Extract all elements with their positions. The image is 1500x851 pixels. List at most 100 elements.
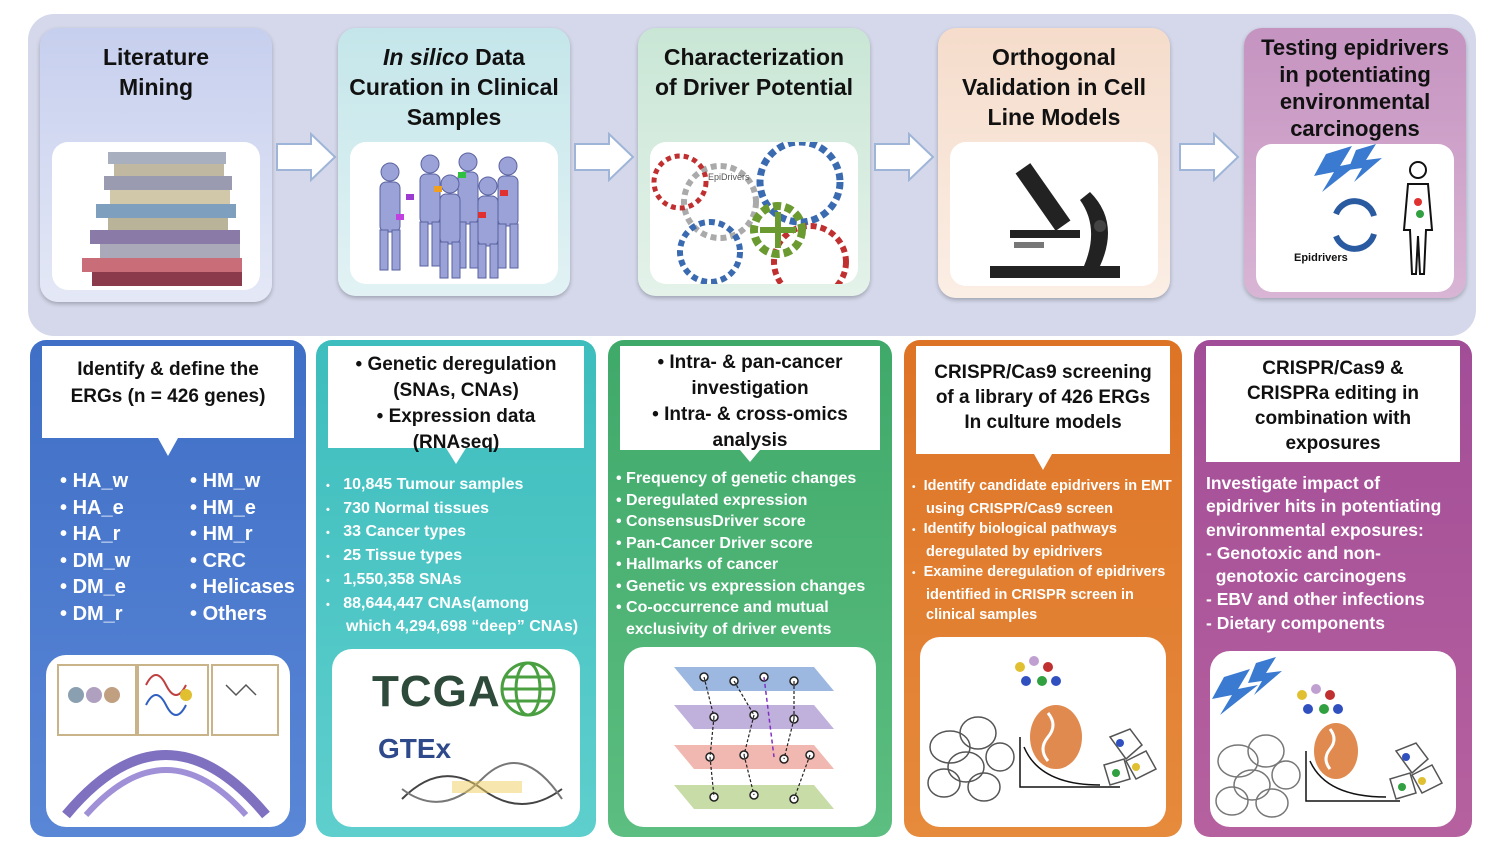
list-line: - Dietary components bbox=[1206, 612, 1385, 633]
item-text: deregulated by epidrivers bbox=[926, 543, 1103, 560]
item-text: 25 Tissue types bbox=[343, 547, 463, 565]
column-crispr-exposures: CRISPR/Cas9 & CRISPRa editing in combina… bbox=[1194, 340, 1472, 837]
item-text: Examine deregulation of epidrivers bbox=[923, 564, 1166, 580]
title-line: Line Models bbox=[987, 104, 1121, 130]
gtex-logo: GTEx bbox=[378, 733, 452, 764]
books-illustration bbox=[52, 142, 260, 290]
multi-omics-network-illustration bbox=[624, 647, 876, 827]
callout-line: (SNAs, CNAs) bbox=[393, 380, 519, 401]
list-item: • Identify candidate epidrivers in EMT bbox=[912, 478, 1172, 494]
dataset-stats-list: • 10,845 Tumour samples • 730 Normal tis… bbox=[326, 474, 578, 639]
list-item: • HA_r bbox=[60, 523, 121, 545]
book-stack-icon bbox=[82, 152, 242, 286]
callout-line: • Intra- & pan-cancer bbox=[657, 352, 843, 373]
list-item: • Frequency of genetic changes bbox=[616, 470, 857, 487]
item-text: HM_r bbox=[202, 523, 253, 545]
item-text: 730 Normal tissues bbox=[343, 499, 490, 517]
column-identify-ergs: Identify & define the ERGs (n = 426 gene… bbox=[30, 340, 306, 837]
epigenetic-mechanisms-illustration bbox=[46, 655, 290, 827]
stage-driver-characterization: Characterization of Driver Potential Epi… bbox=[638, 28, 870, 296]
item-text: identified in CRISPR screen in bbox=[926, 586, 1134, 603]
title-line: Testing epidrivers bbox=[1261, 35, 1449, 60]
exposure-aims-list: Investigate impact of epidriver hits in … bbox=[1206, 472, 1441, 635]
list-item: • Examine deregulation of epidrivers bbox=[912, 564, 1166, 580]
column-genetic-deregulation: • Genetic deregulation (SNAs, CNAs) • Ex… bbox=[316, 340, 596, 837]
list-item-continuation: which 4,294,698 “deep” CNAs) bbox=[326, 616, 578, 639]
list-item: • Pan-Cancer Driver score bbox=[616, 534, 813, 552]
item-text: Identify candidate epidrivers in EMT bbox=[923, 478, 1172, 494]
item-text: HM_w bbox=[202, 470, 261, 492]
item-text: Co-occurrence and mutual bbox=[626, 599, 829, 616]
list-item: • 25 Tissue types bbox=[326, 547, 463, 565]
item-text: clinical samples bbox=[926, 607, 1038, 623]
globe-icon bbox=[500, 661, 556, 717]
title-line: Mining bbox=[118, 74, 194, 100]
data-sources-logos: TCGA GTEx bbox=[332, 649, 580, 827]
callout-line: combination with bbox=[1254, 408, 1412, 429]
stage-in-silico-curation: In silico Data Curation in Clinical Samp… bbox=[338, 28, 570, 296]
title-line: Characterization bbox=[663, 44, 845, 70]
microscope-icon bbox=[990, 163, 1120, 278]
item-text: HA_e bbox=[72, 496, 124, 519]
list-line: Investigate impact of bbox=[1206, 473, 1381, 493]
tcga-logo: TCGA bbox=[372, 667, 501, 716]
human-body-icon bbox=[1402, 161, 1434, 275]
stage-orthogonal-validation: Orthogonal Validation in Cell Line Model… bbox=[938, 28, 1170, 298]
title-line: Validation in Cell bbox=[961, 74, 1147, 100]
list-item: • 10,845 Tumour samples bbox=[326, 476, 524, 493]
stage-title: Characterization of Driver Potential bbox=[638, 42, 870, 102]
list-item: • HA_w bbox=[60, 470, 129, 492]
exposure-illustration: Epidrivers bbox=[1256, 144, 1454, 292]
list-item: • 1,550,358 SNAs bbox=[326, 570, 462, 588]
item-text: HA_r bbox=[72, 523, 121, 545]
list-item-continuation: clinical samples bbox=[912, 605, 1172, 626]
callout-line: • Intra- & cross-omics bbox=[652, 404, 848, 425]
list-item: • Others bbox=[190, 602, 268, 625]
item-text: DM_e bbox=[72, 576, 126, 598]
list-item: • 730 Normal tissues bbox=[326, 499, 490, 517]
callout-line: In culture models bbox=[964, 412, 1122, 433]
lightning-icon bbox=[1314, 144, 1382, 192]
title-line: Samples bbox=[406, 104, 502, 130]
item-text: Pan-Cancer Driver score bbox=[626, 534, 813, 552]
list-item: • 33 Cancer types bbox=[326, 523, 466, 541]
item-text: CRC bbox=[202, 549, 246, 572]
item-text: 1,550,358 SNAs bbox=[343, 570, 462, 588]
column-pan-cancer-investigation: • Intra- & pan-cancer investigation • In… bbox=[608, 340, 892, 837]
list-item-continuation: identified in CRISPR screen in bbox=[912, 585, 1172, 606]
crispr-aims-list: • Identify candidate epidrivers in EMT u… bbox=[912, 476, 1172, 626]
list-item: • 88,644,447 CNAs(among bbox=[326, 594, 530, 612]
item-text: Deregulated expression bbox=[626, 491, 808, 509]
stage-title: Orthogonal Validation in Cell Line Model… bbox=[938, 42, 1170, 132]
list-item: • HM_r bbox=[190, 523, 253, 545]
list-line: environmental exposures: bbox=[1206, 519, 1424, 540]
callout-box: • Genetic deregulation (SNAs, CNAs) • Ex… bbox=[328, 346, 584, 464]
microscope-illustration bbox=[950, 142, 1158, 286]
item-text: Identify biological pathways bbox=[923, 521, 1117, 537]
item-text: Genetic vs expression changes bbox=[626, 577, 866, 595]
erg-class-list-right: • HM_w • HM_e • HM_r • CRC • Helicases •… bbox=[190, 468, 295, 627]
list-item: • Genetic vs expression changes bbox=[616, 577, 866, 595]
list-item: • ConsensusDriver score bbox=[616, 513, 806, 530]
item-text: HA_w bbox=[72, 470, 129, 492]
callout-box: CRISPR/Cas9 & CRISPRa editing in combina… bbox=[1206, 346, 1460, 466]
arrow-icon bbox=[1178, 131, 1240, 183]
callout-line: of a library of 426 ERGs bbox=[935, 387, 1151, 408]
list-item: • Identify biological pathways bbox=[912, 521, 1117, 537]
item-text: which 4,294,698 “deep” CNAs) bbox=[346, 618, 579, 636]
item-text: ConsensusDriver score bbox=[626, 513, 806, 530]
callout-line: analysis bbox=[712, 430, 788, 451]
stage-title: Testing epidrivers in potentiating envir… bbox=[1244, 34, 1466, 142]
item-text: Frequency of genetic changes bbox=[626, 470, 857, 487]
analysis-list: • Frequency of genetic changes • Deregul… bbox=[616, 468, 865, 640]
title-line: Curation in Clinical bbox=[349, 74, 559, 100]
list-item-continuation: using CRISPR/Cas9 screen bbox=[912, 499, 1172, 520]
arrow-icon bbox=[873, 131, 935, 183]
callout-line: CRISPR/Cas9 screening bbox=[934, 362, 1152, 383]
callout-box: • Intra- & pan-cancer investigation • In… bbox=[620, 346, 880, 462]
item-text: 33 Cancer types bbox=[343, 523, 466, 541]
gears-illustration: EpiDrivers bbox=[650, 142, 858, 284]
list-line: epidriver hits in potentiating bbox=[1206, 496, 1442, 517]
callout-line: exposures bbox=[1285, 433, 1381, 454]
callout-text: Identify & define the ERGs (n = 426 gene… bbox=[48, 356, 288, 410]
